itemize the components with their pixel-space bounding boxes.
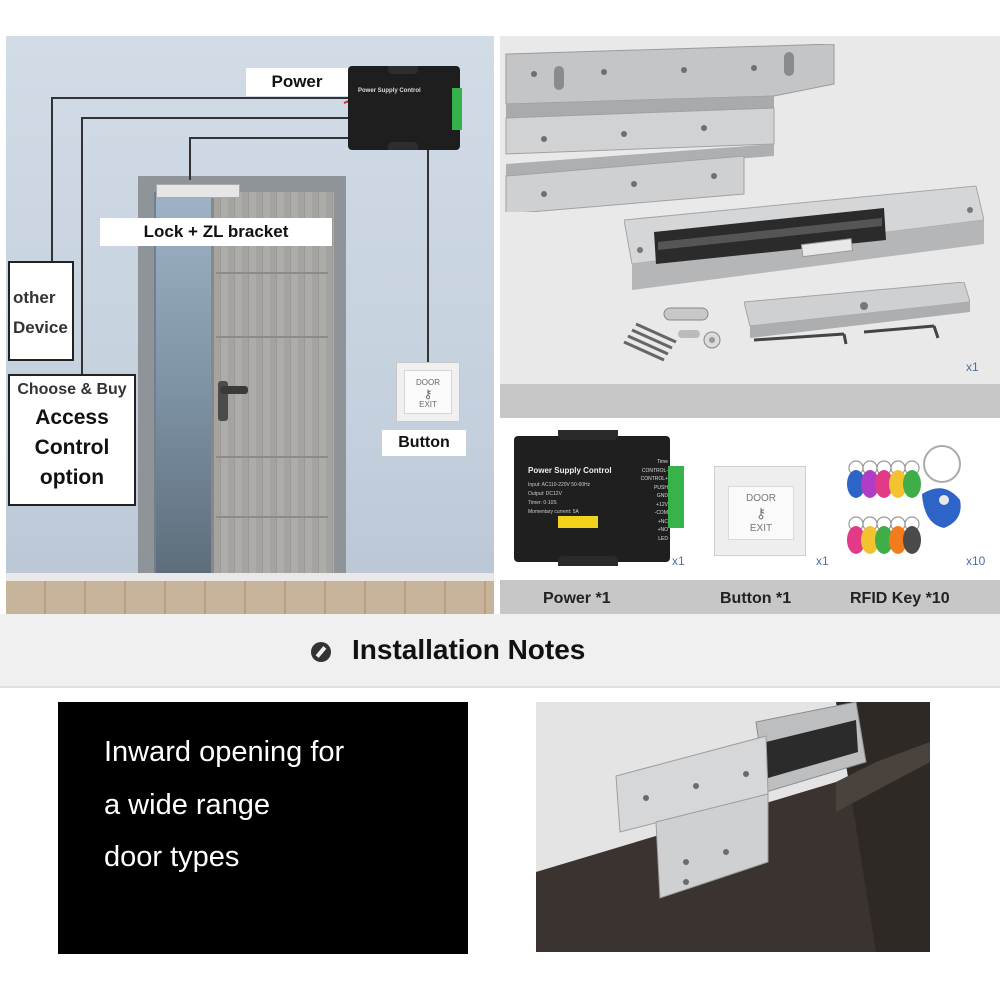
terminal-label: -COM <box>654 510 668 516</box>
other-device-line: Device <box>13 318 68 337</box>
terminal-label: +NO <box>657 527 668 533</box>
choose-buy-text: Choose & Buy <box>17 381 127 398</box>
product-count: x1 <box>966 360 979 374</box>
power-label: Power <box>246 68 348 96</box>
exit-text: EXIT <box>419 400 437 409</box>
rfid-key-fob <box>903 526 921 554</box>
exit-door-text: DOOR <box>416 378 440 387</box>
power-count: x1 <box>672 554 685 568</box>
wire-button <box>427 129 460 362</box>
door-groove <box>216 516 328 518</box>
rfid-key-fob <box>903 470 921 498</box>
terminal-label: CONTROL+ <box>640 476 668 482</box>
button-count: x1 <box>816 554 829 568</box>
button-caption: Button *1 <box>720 590 792 607</box>
terminal-label: +NC <box>657 518 668 525</box>
access-control-line: Access <box>35 406 109 429</box>
door-groove <box>216 456 328 458</box>
exit-text: EXIT <box>749 523 773 534</box>
terminal-label: PUSH <box>654 484 668 491</box>
armature-plate-image <box>744 282 970 345</box>
product-caption-bar <box>500 384 1000 418</box>
screws-image <box>623 307 721 362</box>
psu-mount-tab <box>388 142 418 150</box>
psu-title: Power Supply Control <box>528 466 612 475</box>
rfid-caption: RFID Key *10 <box>850 590 950 607</box>
divider <box>0 686 1000 688</box>
power-supply-image <box>514 430 670 566</box>
access-control-line: Control <box>34 436 110 459</box>
rfid-key-fob <box>875 470 893 498</box>
rfid-key-group <box>847 460 921 554</box>
psu-terminal-labels: Time CONTROL- CONTROL+ PUSH GND +12V -CO… <box>626 458 668 543</box>
psu-title: Power Supply Control <box>358 88 421 94</box>
key-ring <box>923 445 961 483</box>
psu-mount-tab <box>558 556 618 566</box>
description-line: Inward opening for <box>104 736 345 768</box>
door-groove <box>216 272 328 274</box>
baseboard <box>6 573 494 583</box>
wire-other-device <box>51 97 348 262</box>
rfid-count: x10 <box>966 554 986 568</box>
rfid-key-large <box>922 488 961 528</box>
exit-button-face: DOOR ⚷ EXIT <box>728 486 794 540</box>
rfid-keys-image <box>847 445 961 554</box>
rfid-key-fob <box>861 526 879 554</box>
psu-mount-tab <box>558 430 618 440</box>
installation-illustration <box>536 702 930 952</box>
terminal-label: GND <box>656 493 668 499</box>
description-line: a wide range <box>104 789 271 821</box>
key-icon: ⚷ <box>423 387 433 401</box>
installation-photo <box>536 702 930 952</box>
notes-title: Installation Notes <box>352 634 586 665</box>
door-handle-plate <box>218 381 228 421</box>
rfid-key-fob <box>847 470 865 498</box>
wrench-icon <box>311 642 331 662</box>
wire-access-control <box>81 117 348 376</box>
terminal-label: Time <box>657 459 668 465</box>
access-control-text: Access Control option <box>10 403 134 493</box>
lock-label: Lock + ZL bracket <box>100 218 332 246</box>
button-label: Button <box>382 430 466 456</box>
rfid-key-fob <box>861 470 879 498</box>
accessories-caption-bar <box>500 580 1000 614</box>
psu-spec-line: Timer: 0-10S <box>528 500 557 506</box>
door-groove <box>216 336 328 338</box>
exit-button-face: DOOR ⚷ EXIT <box>404 370 452 414</box>
key-icon: ⚷ <box>755 505 767 521</box>
psu-mount-tab <box>388 66 418 74</box>
psu-terminal-block <box>668 466 684 528</box>
rfid-key-fob <box>889 526 907 554</box>
notes-header-band <box>0 614 1000 686</box>
wire-lock <box>189 137 348 180</box>
psu-spec-line: Output: DC12V <box>528 491 562 497</box>
warning-sticker <box>558 516 598 528</box>
psu-terminal-block <box>452 88 462 130</box>
rfid-key-fob <box>889 470 907 498</box>
access-control-box: Choose & Buy Access Control option <box>8 374 136 506</box>
power-caption: Power *1 <box>543 590 611 607</box>
zl-bracket-image <box>505 44 835 212</box>
exit-door-text: DOOR <box>746 493 776 504</box>
rfid-key-fob <box>875 526 893 554</box>
door-handle <box>220 386 248 394</box>
other-device-box: other Device <box>8 261 74 361</box>
psu-spec-line: Momentary current: 5A <box>528 509 579 515</box>
power-supply-illustration: Power Supply Control <box>348 66 462 150</box>
description-panel <box>58 702 468 954</box>
psu-spec-line: Input: AC110-220V 50-60Hz <box>528 482 591 488</box>
description-line: door types <box>104 841 240 873</box>
magnetic-lock-illustration <box>156 184 240 198</box>
rfid-key-hole <box>939 495 949 505</box>
rfid-key-fob <box>847 526 865 554</box>
magnetic-lock-image <box>624 185 984 290</box>
terminal-label: CONTROL- <box>641 467 668 474</box>
floor <box>6 581 494 614</box>
terminal-label: +12V <box>656 501 668 508</box>
other-device-line: other <box>13 288 56 307</box>
terminal-label: LED <box>658 535 668 542</box>
access-control-line: option <box>39 466 105 489</box>
